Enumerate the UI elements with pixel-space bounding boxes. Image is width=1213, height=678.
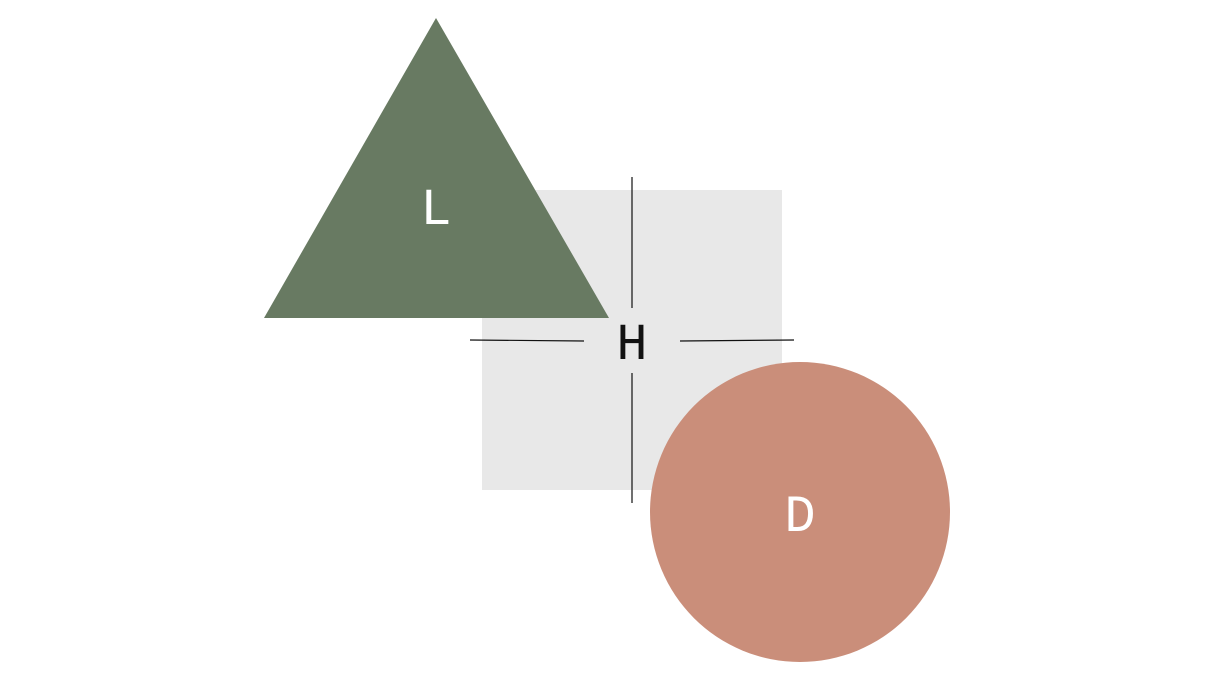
crosshair-right-line [679,339,795,342]
center-letter: H [616,316,647,375]
crosshair-left-line [469,339,585,342]
crosshair [469,177,795,503]
salmon-circle-shape [650,362,950,662]
green-triangle-shape [264,18,609,318]
triangle-letter: L [420,181,451,240]
circle-letter: D [784,488,815,547]
